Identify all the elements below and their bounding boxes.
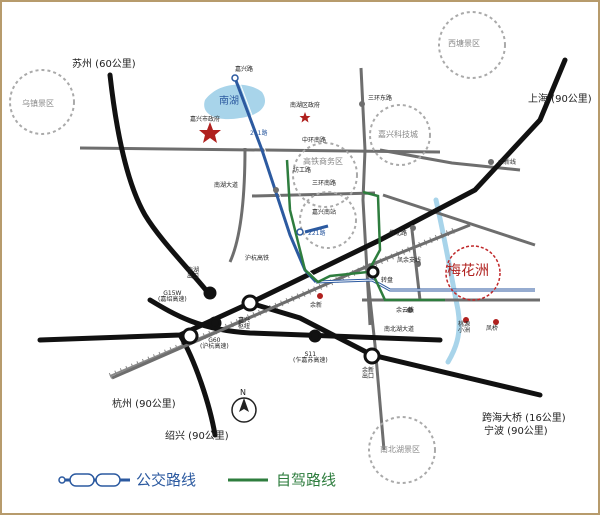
scenic-label-nanbeihu: 南北湖景区 [380,445,420,454]
bus-route [233,77,535,292]
junction-nanhu-exit [203,286,217,300]
street-label-sanhuannan: 三环南路 [312,180,337,187]
place-label-yuxin: 余新 [310,302,323,309]
scenic-label-xitang: 西塘景区 [448,39,480,48]
road-label-hangzhou: 杭州 (90公里) [112,399,176,410]
junctions [181,265,381,365]
scenic-kejicheng [369,104,431,166]
scenic-label-meihuazhou: 梅花洲 [447,263,489,279]
scenic-gaotie [292,142,358,208]
meihuazhou-river [433,197,462,365]
road-nanbeihudadao [366,279,386,451]
bus-label-221: 221路 [308,230,326,237]
street-label-fengyu: 凤余支线 [397,257,422,264]
street-label-sanhuandong: 三环东路 [368,95,393,102]
junction-label-jiaxing-hub: 嘉兴 枢纽 [238,317,251,330]
street-label-fanggonglu: 纺工路 [293,167,312,174]
north-label: N [240,388,246,397]
street-label-nanbeihudadao: 南北湖大道 [384,326,415,333]
street-label-jiaxinglu: 嘉兴路 [235,66,254,73]
place-label-jiaxing-gov: 嘉兴市政府 [190,116,221,123]
junction-label-g60: G60 (沪杭高速) [200,337,229,350]
place-label-nanhu-gov: 南湖区政府 [290,102,321,109]
legend-bus-label: 公交路线 [136,471,197,489]
junction-g15w [181,327,199,345]
legend-drive-label: 自驾路线 [276,471,337,489]
junction-g60 [208,316,222,330]
scenic-label-nanhu: 南湖 [219,96,239,107]
street-label-zhonghuannan: 中环南路 [302,137,327,144]
place-markers [273,101,494,313]
junction-zhuanpan [366,265,380,279]
road-jiubei-area [382,193,536,247]
red-markers [317,293,499,325]
junction-label-yuxin-exit: 余新 出口 [362,367,375,380]
road-label-ningbo: 宁波 (90公里) [484,426,548,437]
highway-hangzhou-link [247,300,543,398]
junction-yuxin [363,347,381,365]
scenic-nanbeihu [368,416,436,484]
scenic-jiaxingnan [299,191,357,249]
road-lower-diagonal [111,223,471,380]
road-nanhudadao [228,147,247,263]
scenic-label-kejicheng: 嘉兴科技城 [378,130,418,139]
scenic-circles [9,11,506,484]
road-label-kuahai: 跨海大桥 (16公里) [482,413,566,424]
gov-star-icon [199,122,221,143]
road-label-shaoxing: 绍兴 (90公里) [165,431,229,442]
highway-suzhou [107,72,213,298]
bus-stops [231,74,304,236]
scenic-xitang [438,11,506,79]
road-label-shanghai: 上海 (90公里) [528,94,592,105]
north-compass-icon [231,397,257,423]
scenic-label-gaotie: 高铁商务区 [303,157,343,166]
street-label-yuyunxian: 余云线 [396,307,415,314]
street-label-zhuanpan: 转盘 [381,277,394,284]
local-roads [79,67,540,451]
place-label-taoyuan: 桃源 小洲 [458,321,471,334]
junction-s11 [308,329,322,343]
scenic-meihuazhou [445,245,501,301]
junction-label-s11: S11 (乍嘉苏高速) [293,351,328,364]
highway-g15w [177,332,218,438]
junction-jiaxing-hub [241,294,259,312]
place-label-jiaxing-south: 嘉兴南站 [312,209,337,216]
street-label-nanhudadao: 南湖大道 [214,182,239,189]
junction-label-g15w: G15W (嘉绍高速) [158,290,187,303]
highway-s11 [147,297,443,343]
junction-label-nanhu-exit: 南湖 出口 [187,267,200,280]
place-label-fengqiao: 凤桥 [486,325,499,332]
legend-bus-sample [58,473,130,487]
bus-label-211: 211路 [250,130,268,137]
street-label-jiubei: 槜北路 [389,230,408,237]
road-label-suzhou: 苏州 (60公里) [72,59,136,70]
scenic-label-wuzhen: 乌镇景区 [22,99,54,108]
street-label-yuxinxian: 余新线 [498,159,517,166]
scenic-wuzhen [9,69,75,135]
drive-route [285,159,445,302]
road-sanhuandong [359,67,372,326]
road-sanhuannan-west [251,191,376,198]
nanhu-gov-star-icon [299,112,311,123]
street-label-huhanggaotie: 沪杭高铁 [245,255,270,262]
